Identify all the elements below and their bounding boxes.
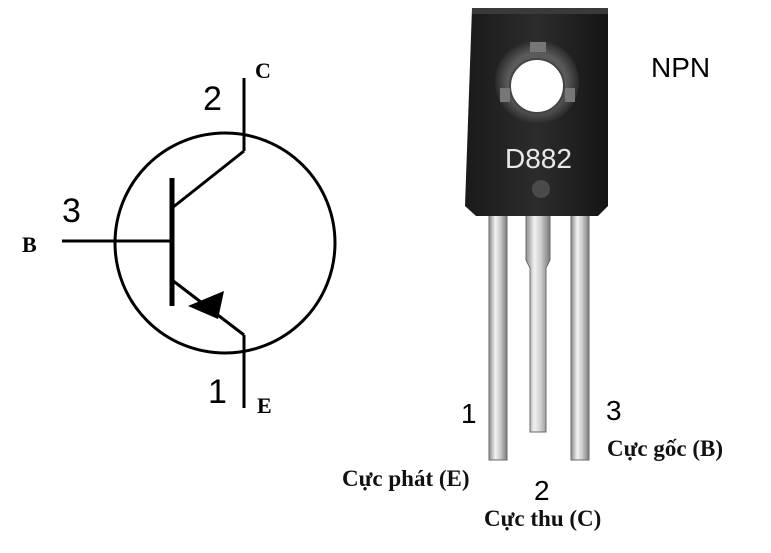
lead-left	[488, 211, 508, 461]
collector-pin-number: 2	[203, 80, 222, 118]
collector-label: C	[255, 58, 271, 83]
symbol-circle	[113, 131, 337, 355]
part-marking: D882	[505, 143, 572, 174]
pin-right-number: 3	[606, 395, 622, 426]
caption-collector: Cực thu (C)	[484, 506, 601, 531]
caption-emitter: Cực phát (E)	[342, 466, 470, 491]
lead-right	[570, 211, 590, 461]
emitter-pin-number: 1	[208, 373, 227, 411]
base-pin-number: 3	[62, 192, 81, 230]
to126-package: D882	[465, 8, 608, 461]
hole-notch-top	[530, 42, 546, 52]
pin-leads	[488, 211, 590, 461]
hole-notch-right	[565, 88, 575, 102]
pin1-dimple	[532, 180, 550, 198]
npn-symbol: C B E 2 3 1	[22, 58, 337, 418]
pin-left-number: 1	[461, 398, 477, 429]
hole-notch-left	[500, 88, 510, 102]
emitter-label: E	[257, 393, 272, 418]
mounting-hole	[509, 58, 565, 114]
caption-base: Cực gốc (B)	[607, 436, 723, 461]
base-label: B	[22, 232, 37, 257]
emitter-arrow	[188, 291, 224, 319]
npn-type-label: NPN	[651, 52, 710, 83]
pin-middle-number: 2	[534, 475, 550, 506]
lead-middle	[525, 211, 551, 433]
collector-diagonal	[171, 149, 245, 210]
package-edge	[472, 8, 608, 14]
